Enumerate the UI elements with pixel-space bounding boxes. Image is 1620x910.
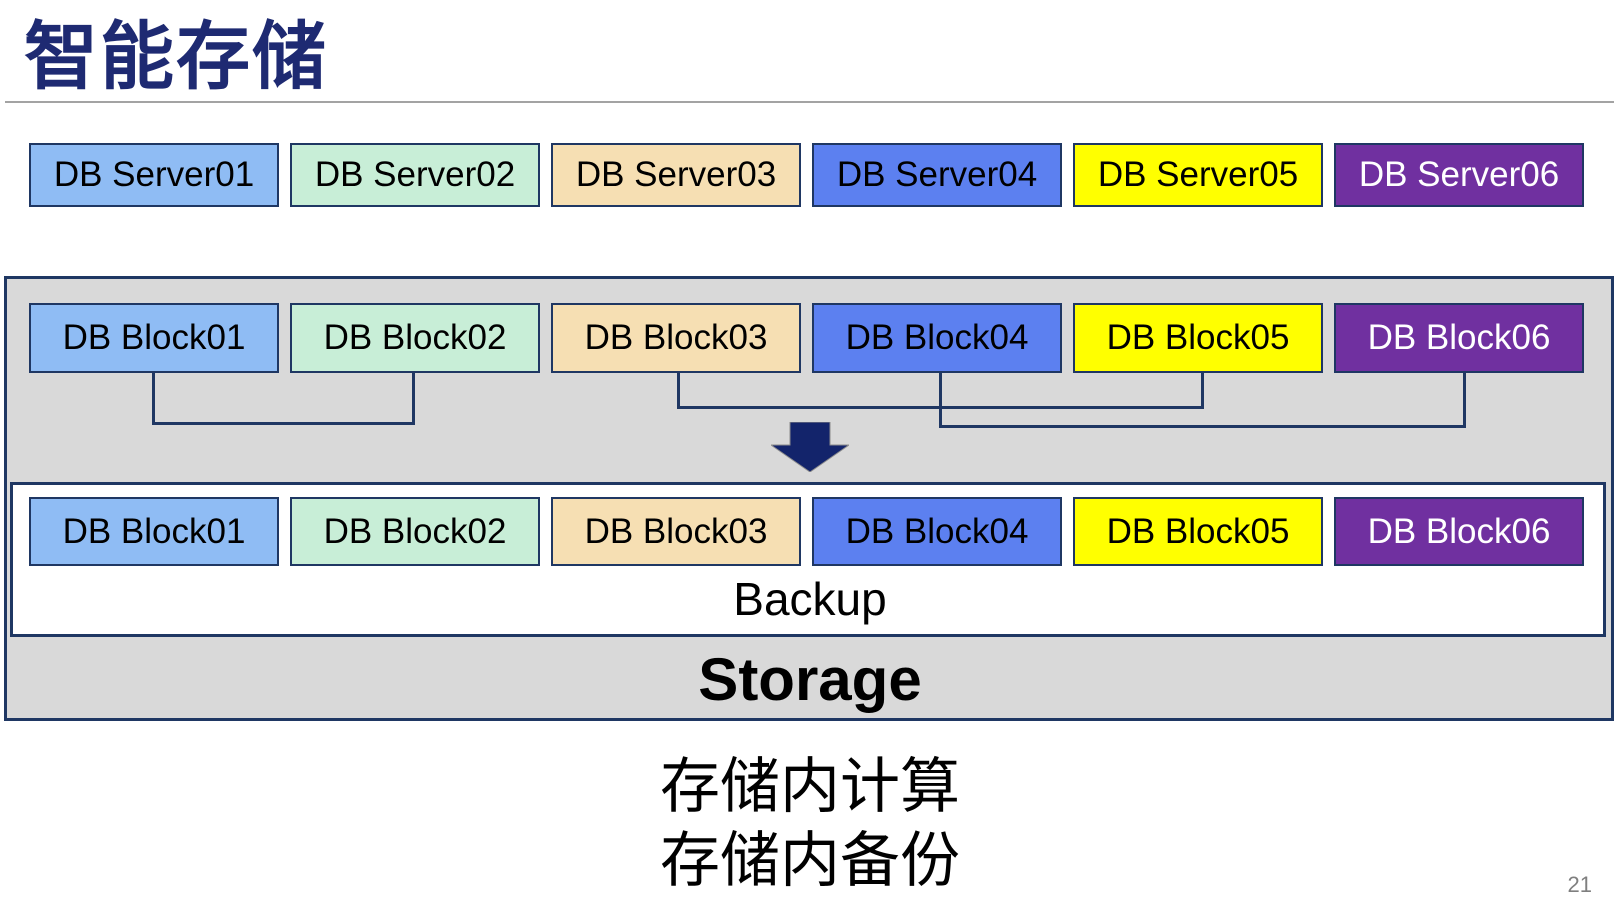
db-server-row: DB Server01 DB Server02 DB Server03 DB S… bbox=[29, 143, 1584, 207]
down-arrow-icon bbox=[771, 422, 849, 472]
db-block02-box: DB Block02 bbox=[290, 303, 540, 373]
backup-db-block05-box: DB Block05 bbox=[1073, 497, 1323, 566]
db-block05-box: DB Block05 bbox=[1073, 303, 1323, 373]
backup-label: Backup bbox=[733, 573, 887, 625]
caption-line-compute: 存储内计算 bbox=[660, 753, 960, 820]
db-server02-box: DB Server02 bbox=[290, 143, 540, 207]
db-server04-box: DB Server04 bbox=[812, 143, 1062, 207]
backup-db-block02-box: DB Block02 bbox=[290, 497, 540, 566]
connector-block04-block06 bbox=[939, 372, 1466, 428]
backup-db-block04-box: DB Block04 bbox=[812, 497, 1062, 566]
connector-block01-block02 bbox=[152, 372, 415, 425]
db-server05-box: DB Server05 bbox=[1073, 143, 1323, 207]
db-block01-box: DB Block01 bbox=[29, 303, 279, 373]
storage-label: Storage bbox=[698, 646, 922, 713]
backup-db-block06-box: DB Block06 bbox=[1334, 497, 1584, 566]
db-server01-box: DB Server01 bbox=[29, 143, 279, 207]
db-server06-box: DB Server06 bbox=[1334, 143, 1584, 207]
title-divider bbox=[5, 101, 1614, 103]
backup-db-block03-box: DB Block03 bbox=[551, 497, 801, 566]
db-block-row-backup: DB Block01 DB Block02 DB Block03 DB Bloc… bbox=[29, 497, 1584, 566]
backup-db-block01-box: DB Block01 bbox=[29, 497, 279, 566]
db-block04-box: DB Block04 bbox=[812, 303, 1062, 373]
db-server03-box: DB Server03 bbox=[551, 143, 801, 207]
db-block-row-primary: DB Block01 DB Block02 DB Block03 DB Bloc… bbox=[29, 303, 1584, 373]
db-block03-box: DB Block03 bbox=[551, 303, 801, 373]
caption: 存储内计算 存储内备份 bbox=[0, 750, 1620, 898]
page-number: 21 bbox=[1567, 872, 1592, 897]
db-block06-box: DB Block06 bbox=[1334, 303, 1584, 373]
page-title: 智能存储 bbox=[24, 14, 328, 98]
caption-line-backup: 存储内备份 bbox=[660, 827, 960, 894]
